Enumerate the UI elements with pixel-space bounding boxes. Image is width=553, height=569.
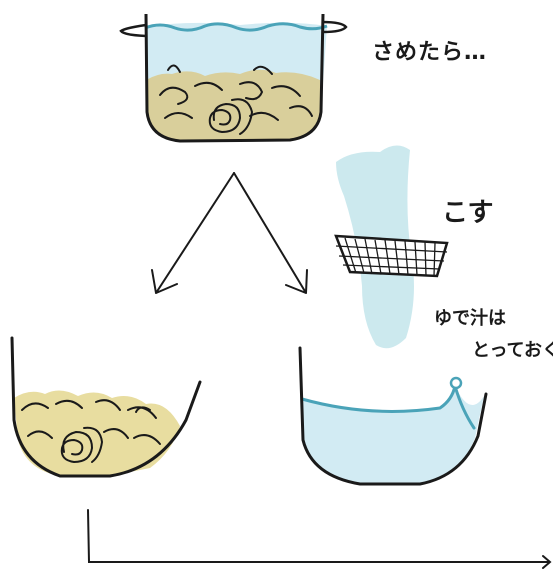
label-after-cooling: さめたら… [372, 34, 487, 66]
beans-bowl [12, 338, 200, 476]
label-strain: こす [442, 192, 493, 229]
water-drop [451, 378, 461, 388]
cooking-pot [121, 14, 346, 141]
label-keep-broth-line1: ゆで汁は [434, 304, 506, 330]
pot-handle-left [121, 25, 146, 36]
broth-bowl [300, 348, 486, 484]
next-step-arrow [88, 510, 550, 568]
label-keep-broth-line2: とっておく [472, 336, 553, 362]
split-arrows [152, 173, 307, 293]
bowl-water [302, 386, 484, 484]
arrow-left [152, 173, 234, 293]
arrow-right [234, 173, 307, 293]
strainer [336, 236, 447, 276]
